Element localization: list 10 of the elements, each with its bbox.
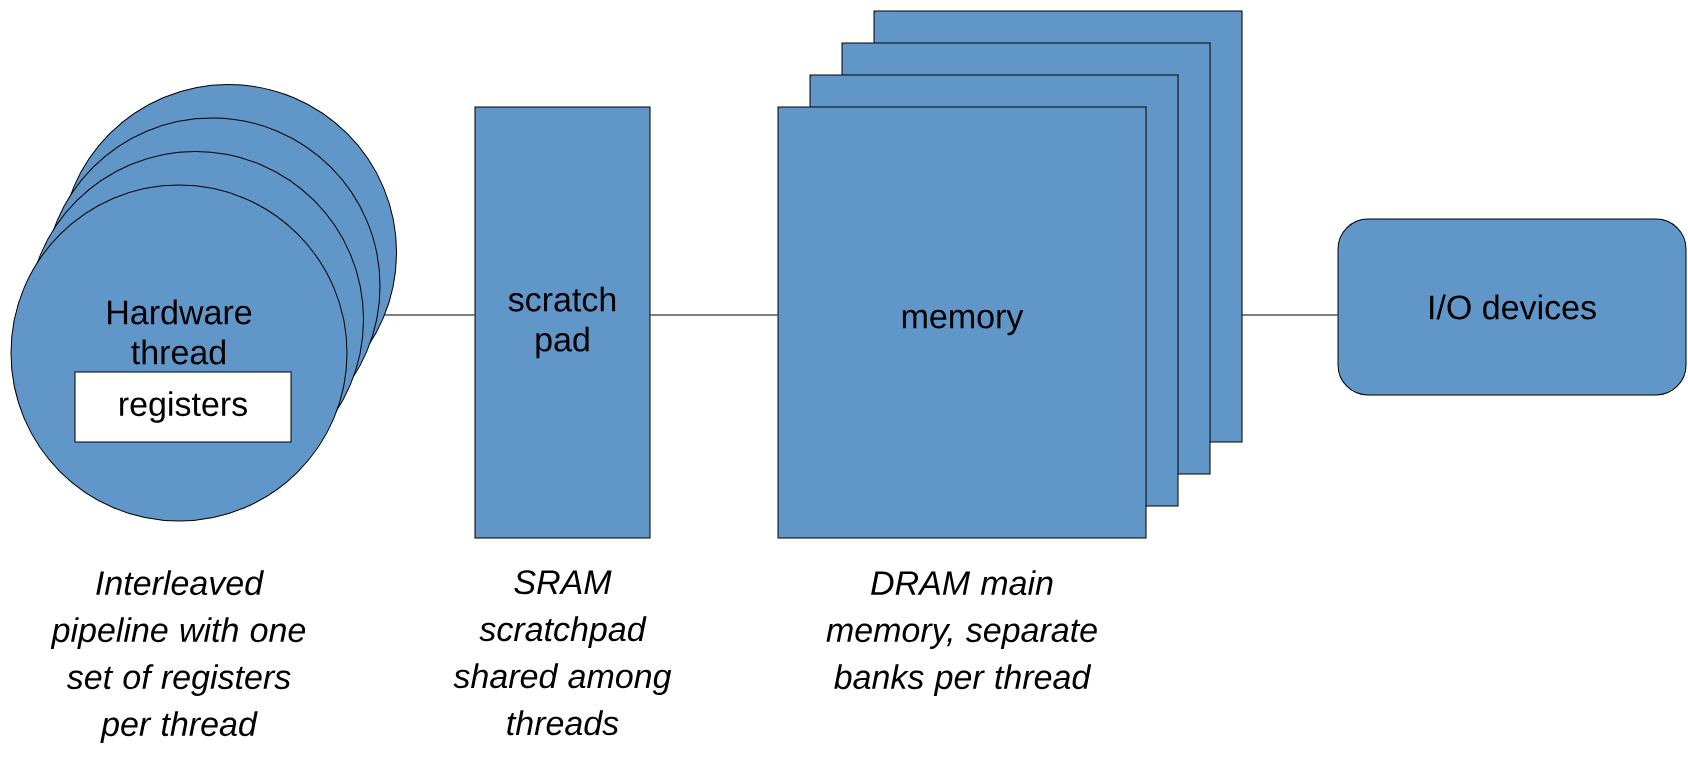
- register-box: registers: [74, 371, 292, 443]
- node-label: Interleaved pipeline with one set of registers per thread: [50, 570, 306, 743]
- device-box: I/O devices: [1337, 218, 1687, 396]
- connector-line: [383, 314, 476, 316]
- connector-line: [1241, 314, 1339, 316]
- memory-box: memory: [777, 106, 1147, 539]
- scratchpad-box: scratch pad: [474, 106, 651, 539]
- node-label: SRAM scratchpad shared among threads: [453, 570, 672, 736]
- node-label: DRAM main memory, separate banks per thread: [826, 570, 1097, 696]
- connector-line: [649, 314, 779, 316]
